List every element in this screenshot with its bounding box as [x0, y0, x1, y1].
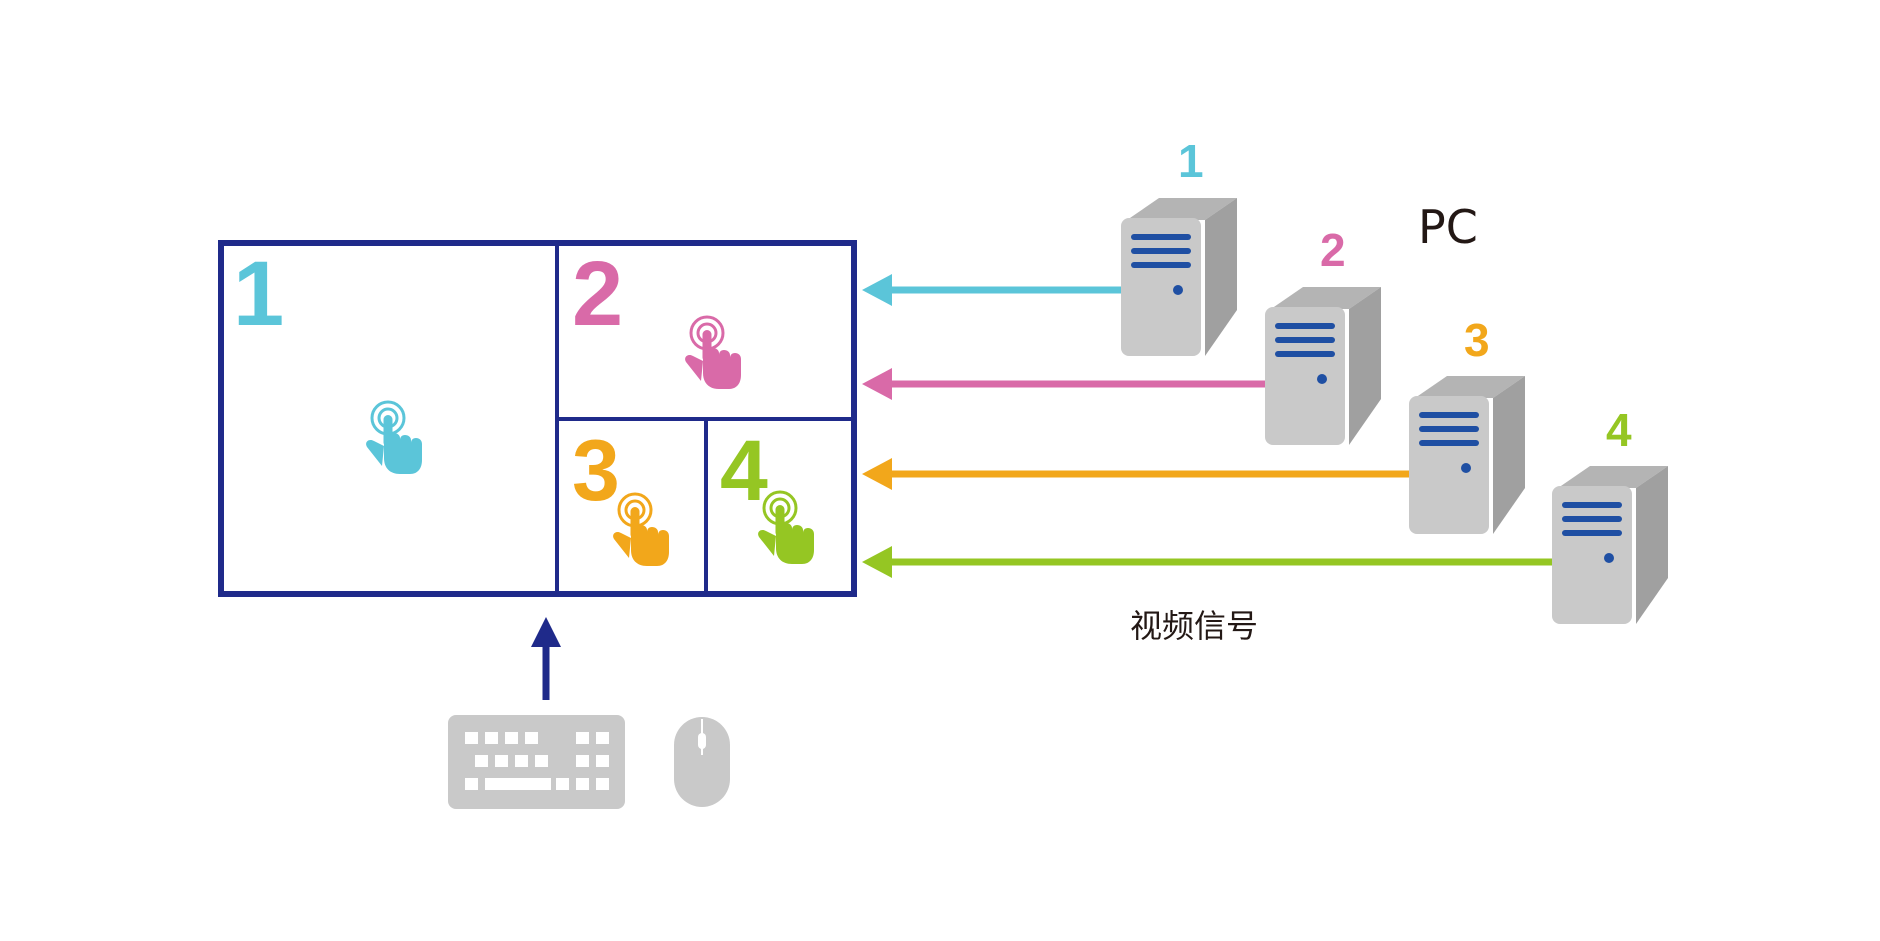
pc-2[interactable]: 2 [1265, 224, 1381, 445]
signal-arrow-1 [862, 274, 1125, 306]
video-wall-screen: 1 2 3 [218, 240, 857, 597]
window-2-number: 2 [572, 243, 623, 345]
pc-1-number: 1 [1178, 135, 1204, 187]
screen-window-4[interactable]: 4 [720, 423, 814, 564]
signal-arrow-2 [862, 368, 1268, 400]
control-arrow [531, 617, 561, 700]
screen-window-1[interactable]: 1 [233, 243, 422, 474]
pc-1[interactable]: 1 [1121, 135, 1237, 356]
pc-group: PC 1 2 [1121, 135, 1668, 624]
pc-tower-icon [1265, 287, 1381, 445]
pc-tower-icon [1552, 466, 1668, 624]
pc-tower-icon [1409, 376, 1525, 534]
keyboard-icon[interactable] [448, 715, 625, 809]
signal-arrow-4 [862, 546, 1555, 578]
pc-4-number: 4 [1606, 404, 1632, 456]
pc-3[interactable]: 3 [1409, 314, 1525, 534]
pc-group-label: PC [1418, 200, 1478, 254]
touch-hand-icon [758, 490, 814, 564]
screen-window-2[interactable]: 2 [572, 243, 741, 389]
signal-arrow-3 [862, 458, 1412, 490]
mouse-icon[interactable] [674, 717, 730, 807]
screen-window-3[interactable]: 3 [572, 423, 669, 566]
touch-hand-icon [613, 492, 669, 566]
pc-2-number: 2 [1320, 224, 1346, 276]
touch-hand-icon [685, 315, 741, 389]
signal-label: 视频信号 [1130, 607, 1258, 645]
window-3-number: 3 [572, 423, 620, 519]
signal-arrows [862, 274, 1555, 578]
window-1-number: 1 [233, 243, 284, 345]
window-4-number: 4 [720, 423, 768, 519]
pc-4[interactable]: 4 [1552, 404, 1668, 624]
pc-3-number: 3 [1464, 314, 1490, 366]
pc-tower-icon [1121, 198, 1237, 356]
touch-hand-icon [366, 400, 422, 474]
